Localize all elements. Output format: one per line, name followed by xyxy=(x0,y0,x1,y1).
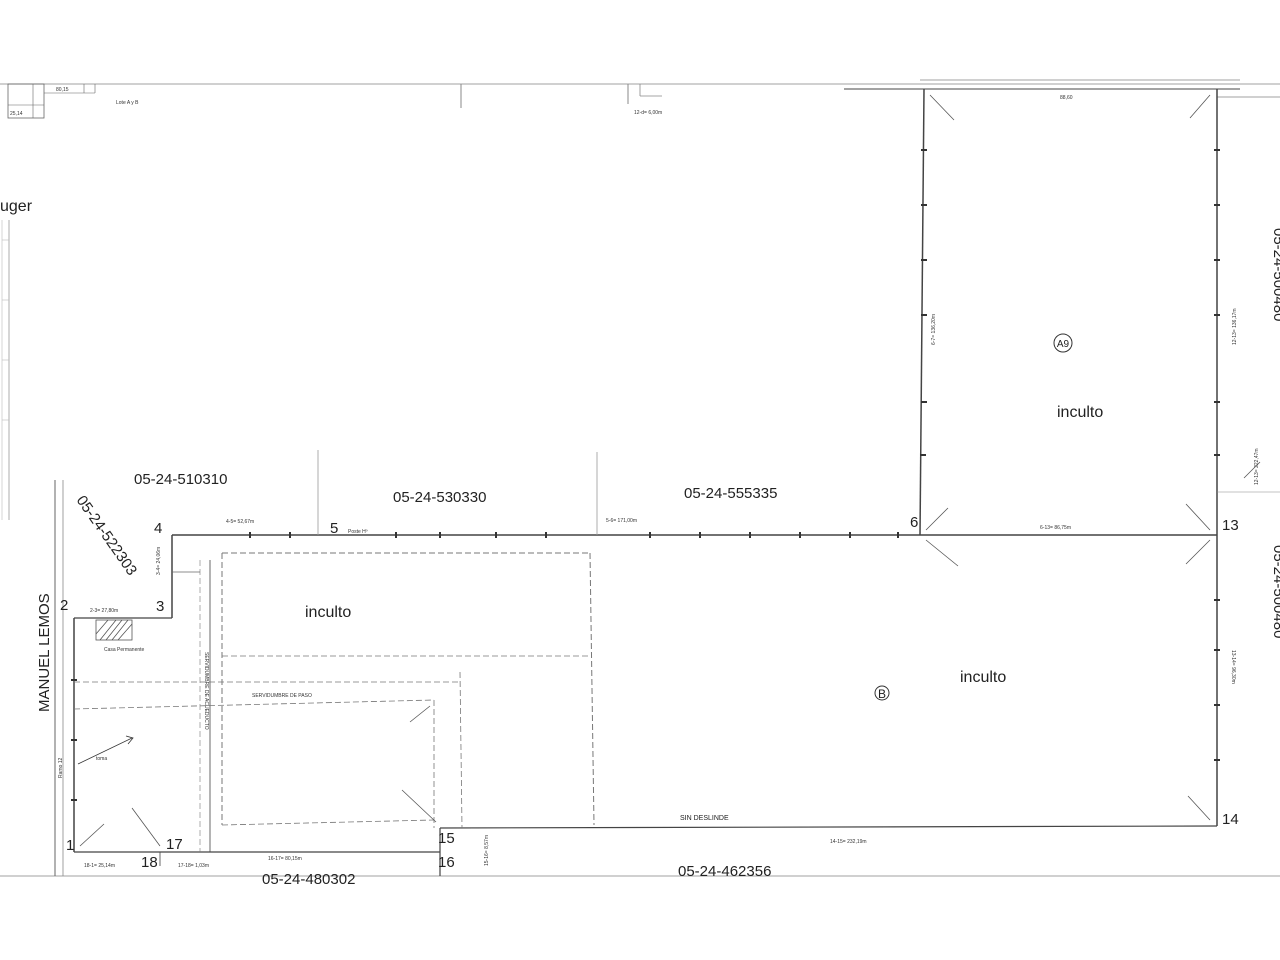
tl-dim-b: 25,14 xyxy=(10,111,23,117)
lot-555335: 05-24-555335 xyxy=(684,485,777,502)
servidumbre-paso: SERVIDUMBRE DE PASO xyxy=(252,693,312,699)
point-18: 18 xyxy=(141,854,158,871)
corner-angles xyxy=(79,94,1211,847)
parcel-b-use: inculto xyxy=(960,669,1006,686)
point-17: 17 xyxy=(166,836,183,853)
tl-dim-a: 80,15 xyxy=(56,87,69,93)
lot-510310: 05-24-510310 xyxy=(134,471,227,488)
top-dim-12: 12-d= 6,00m xyxy=(634,110,662,116)
dim-5-6: 5-6= 171,00m xyxy=(606,518,637,524)
point-4: 4 xyxy=(154,520,162,537)
point-labels: 4 5 6 13 14 2 3 1 17 18 15 16 xyxy=(60,514,1239,871)
parcel-b-label: B xyxy=(878,687,886,701)
lot-530330: 05-24-530330 xyxy=(393,489,486,506)
sin-deslinde-note: SIN DESLINDE xyxy=(680,815,729,822)
point-5: 5 xyxy=(330,520,338,537)
dim-4-5: 4-5= 52,67m xyxy=(226,519,254,525)
dim-14-15: 14-15= 232,19m xyxy=(830,839,867,845)
left-subparcel-use: inculto xyxy=(305,604,351,621)
top-left-block: 80,15 25,14 Lote A y B xyxy=(7,83,139,119)
street-name: MANUEL LEMOS xyxy=(36,593,53,712)
point-13: 13 xyxy=(1222,517,1239,534)
dim-12-13: 12-13= 136,17m xyxy=(1232,308,1238,345)
dim-6-13: 6-13= 86,75m xyxy=(1040,525,1071,531)
toma-arrow xyxy=(77,737,133,765)
point-2: 2 xyxy=(60,597,68,614)
lote-label: Lote A y B xyxy=(116,100,139,106)
lot-522303: 05-24-522303 xyxy=(73,493,141,579)
house-note: Casa Permanente xyxy=(104,647,145,653)
left-fragment-label: uger xyxy=(0,198,33,215)
lot-480302: 05-24-480302 xyxy=(262,871,355,888)
lot-462356: 05-24-462356 xyxy=(678,863,771,880)
point-14: 14 xyxy=(1222,811,1239,828)
dim-17-18: 17-18= 1,03m xyxy=(178,863,209,869)
dim-6-7: 6-7= 136,20m xyxy=(931,314,937,345)
lot-right-top: 05-24-500480 xyxy=(1270,228,1280,321)
toma-note: toma xyxy=(96,756,107,762)
dim-18-1: 18-1= 25,14m xyxy=(84,863,115,869)
left-subparcel: Casa Permanente toma SERVIDUMBRE DE PASO… xyxy=(73,535,595,876)
boundary-posts xyxy=(71,149,1220,801)
left-edge-fragment xyxy=(1,220,10,520)
lot-right-mid: 05-24-500480 xyxy=(1270,545,1280,638)
dim-2-3: 2-3= 27,80m xyxy=(90,608,118,614)
parcel-b: B inculto 6-13= 86,75m 5-6= 171,00m 4-5=… xyxy=(172,518,1236,845)
point-15: 15 xyxy=(438,830,455,847)
point-3: 3 xyxy=(156,598,164,615)
parcel-a9-use: inculto xyxy=(1057,404,1103,421)
top-center-marks: 12-d= 6,00m xyxy=(460,84,662,116)
dim-13-14: 13-14= 96,30m xyxy=(1230,650,1236,684)
point-1: 1 xyxy=(66,837,74,854)
parcel-a9-marker xyxy=(1053,333,1073,353)
point-16: 16 xyxy=(438,854,455,871)
house-footprint xyxy=(95,619,133,641)
parcel-a9-label: A9 xyxy=(1057,339,1070,350)
ramo-note: Ramo 12 xyxy=(58,757,64,778)
dim-16-17: 16-17= 80,15m xyxy=(268,856,302,862)
a9-top-dim: 88,60 xyxy=(1060,95,1073,101)
dim-15-16: 15-16= 8,57m xyxy=(484,835,490,866)
dim-12-b: 12-13= 222,47m xyxy=(1254,448,1260,485)
servidumbre-acueducto: SERVIDUMBRE DE ACUEDUCTO xyxy=(203,652,209,730)
point-6: 6 xyxy=(910,514,918,531)
dim-3-4: 3-4= 24,06m xyxy=(156,547,162,575)
poste-note: Poste Hº xyxy=(348,529,368,535)
parcel-a9: 88,60 A9 inculto 6-7= 136,20m 12-13= 136… xyxy=(844,79,1280,536)
